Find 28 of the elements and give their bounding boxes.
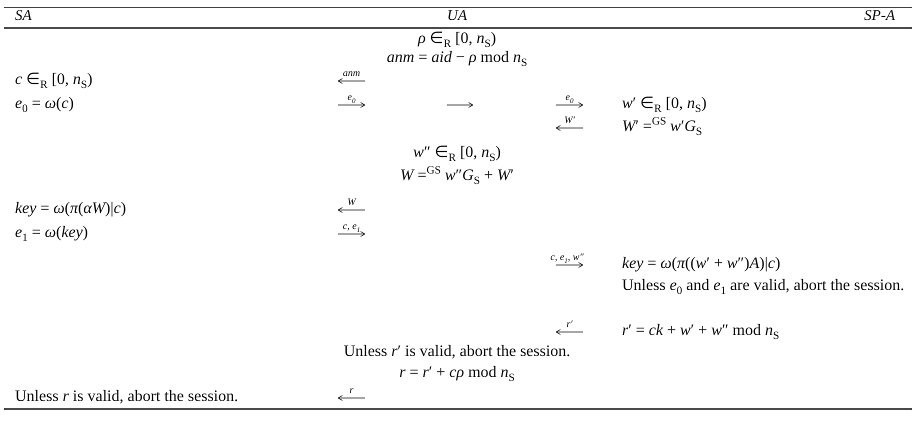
message-label: W xyxy=(347,196,356,208)
formula-text: e$_{0}$ = ω(c) xyxy=(15,94,74,114)
formula-text: key = ω(π(αW)|c) xyxy=(15,199,126,219)
condition-text: Unless r is valid, abort the session. xyxy=(15,387,238,407)
formula-text: w′ ∈$_{R}$ [0, n$_{S}$) xyxy=(622,94,707,114)
formula-text: r = r′ + cρ mod n$_{S}$ xyxy=(399,363,515,383)
message-label: anm xyxy=(342,68,360,78)
formula-text: ρ ∈$_{R}$ [0, n$_{S}$) xyxy=(418,29,496,49)
message-label: e$_{0}$ xyxy=(566,92,574,102)
formula-text: e$_{1}$ = ω(key) xyxy=(15,223,88,243)
message-label: r′ xyxy=(566,318,573,330)
message-label: r xyxy=(350,384,354,396)
message-label: c, e$_{1}$, w″ xyxy=(550,252,584,262)
formula-text: W =$^{GS}$ w″G$_{S}$ + W′ xyxy=(400,166,514,186)
formula-text: w″ ∈$_{R}$ [0, n$_{S}$) xyxy=(413,143,501,163)
message-label: c, e$_{1}$ xyxy=(342,220,360,232)
party-heading: SA xyxy=(15,8,32,24)
formula-text: W′ =$^{GS}$ w′G$_{S}$ xyxy=(622,117,702,137)
message-label: e$_{0}$ xyxy=(348,92,356,102)
formula-text: c ∈$_{R}$ [0, n$_{S}$) xyxy=(15,70,92,90)
formula-text: key = ω(π((w′ + w″)A)|c) xyxy=(622,254,780,274)
party-heading: UA xyxy=(447,8,467,24)
party-heading: SP-A xyxy=(864,8,895,24)
condition-text: Unless e$_{0}$ and e$_{1}$ are valid, abort the session. xyxy=(622,276,905,296)
condition-text: Unless r′ is valid, abort the session. xyxy=(344,342,570,362)
formula-text: anm = aid − ρ mod n$_{S}$ xyxy=(386,48,528,68)
message-label: W′ xyxy=(564,114,575,126)
formula-text: r′ = ck + w′ + w″ mod n$_{S}$ xyxy=(622,321,780,341)
